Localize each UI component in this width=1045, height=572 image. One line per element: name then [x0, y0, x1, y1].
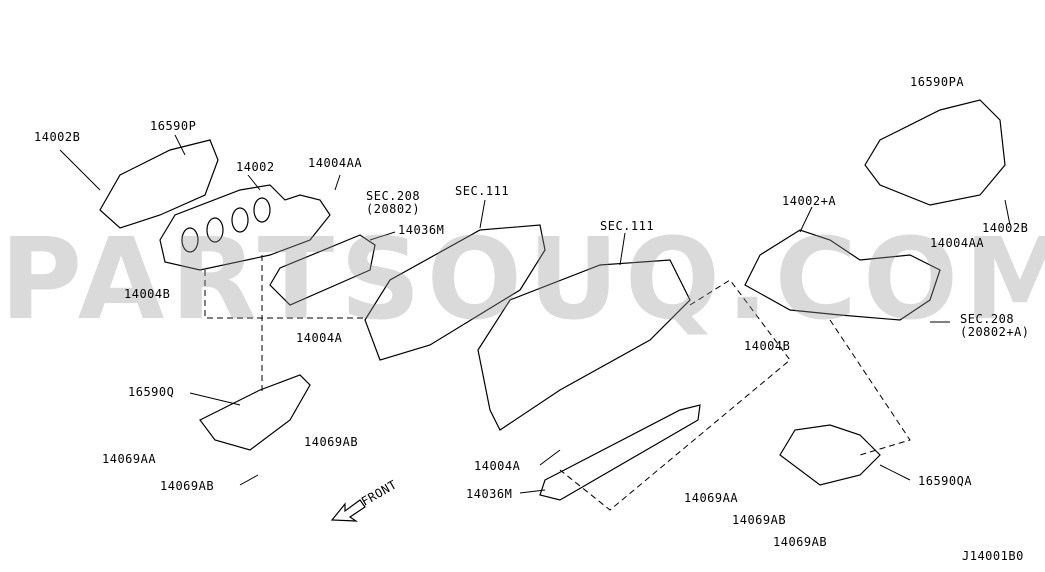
label-16590Q: 16590Q	[128, 385, 175, 399]
exhaust-manifold-14002	[159, 184, 331, 271]
gasket-14036M-left	[269, 234, 376, 306]
label-14069AB-left-a: 14069AB	[304, 435, 359, 449]
label-14069AA-right: 14069AA	[684, 491, 739, 505]
heat-shield-16590Q	[199, 374, 311, 451]
label-14069AB-left-b: 14069AB	[160, 479, 215, 493]
heat-shield-16590P	[99, 139, 219, 229]
heat-shield-16590QA	[779, 424, 881, 486]
label-16590QA: 16590QA	[918, 474, 973, 488]
cylinder-head-right	[477, 259, 691, 431]
label-16590PA: 16590PA	[910, 75, 965, 89]
label-14004AA-right: 14004AA	[930, 236, 985, 250]
gasket-14036M-right	[539, 404, 701, 501]
label-14002B-left: 14002B	[34, 130, 81, 144]
label-14002A: 14002+A	[782, 194, 837, 208]
exhaust-manifold-14002A	[744, 229, 941, 321]
cylinder-head-left	[364, 224, 546, 361]
label-sec208-left: SEC.208	[366, 189, 421, 203]
label-14004B-left: 14004B	[124, 287, 171, 301]
label-14036M-center: 14036M	[466, 487, 513, 501]
heat-shield-16590PA	[864, 99, 1006, 206]
front-arrow-icon	[330, 499, 366, 522]
label-14036M-left: 14036M	[398, 223, 445, 237]
label-14069AA-left: 14069AA	[102, 452, 157, 466]
label-sec208-right-sub: (20802+A)	[960, 325, 1030, 339]
label-14004B-right: 14004B	[744, 339, 791, 353]
label-14004A-center: 14004A	[474, 459, 521, 473]
label-14002: 14002	[236, 160, 275, 174]
label-14069AB-right-b: 14069AB	[773, 535, 828, 549]
label-16590P: 16590P	[150, 119, 197, 133]
label-sec111-left: SEC.111	[455, 184, 510, 198]
watermark: PARTSOUQ.COM	[0, 215, 1045, 345]
label-14004AA-left: 14004AA	[308, 156, 363, 170]
diagram-id: J14001B0	[962, 549, 1024, 563]
label-sec208-left-sub: (20802)	[366, 202, 421, 216]
label-14004A-left: 14004A	[296, 331, 343, 345]
label-sec111-right: SEC.111	[600, 219, 655, 233]
label-14002B-right: 14002B	[982, 221, 1029, 235]
label-sec208-right: SEC.208	[960, 312, 1015, 326]
label-14069AB-right-a: 14069AB	[732, 513, 787, 527]
